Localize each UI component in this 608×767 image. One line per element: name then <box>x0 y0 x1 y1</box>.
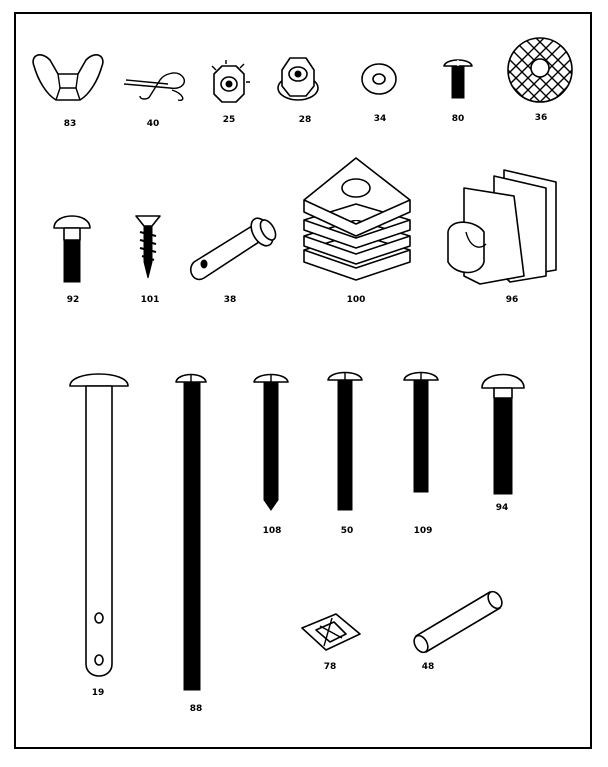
spacer-tube-icon <box>413 590 503 654</box>
part-label-48: 48 <box>422 662 435 672</box>
part-label-83: 83 <box>64 119 77 129</box>
part-label-50: 50 <box>341 526 354 536</box>
machine-screw-icon <box>443 59 473 99</box>
speed-clip-icon <box>301 613 361 651</box>
part-label-36: 36 <box>535 113 548 123</box>
truss-screw-icon <box>253 373 289 511</box>
tube-end-cap-icon <box>447 169 557 285</box>
long-bolt-icon <box>175 373 207 691</box>
wood-screw-icon <box>135 215 161 279</box>
hitch-pin-clip-icon <box>123 72 186 102</box>
part-label-96: 96 <box>506 295 519 305</box>
flange-lock-nut-icon <box>277 57 319 101</box>
wing-nut-icon <box>32 54 104 101</box>
part-label-25: 25 <box>223 115 236 125</box>
part-label-40: 40 <box>147 119 160 129</box>
part-label-108: 108 <box>263 526 282 536</box>
carriage-bolt-icon <box>53 215 91 283</box>
clevis-pin-icon <box>189 217 277 281</box>
flat-washer-icon <box>361 63 397 95</box>
part-label-101: 101 <box>141 295 160 305</box>
gripper-disc-icon <box>507 37 573 103</box>
part-label-94: 94 <box>496 503 509 513</box>
carriage-bolt-icon <box>481 373 525 495</box>
truss-bolt-icon <box>403 371 439 493</box>
part-label-34: 34 <box>374 114 387 124</box>
tube-plug-icon <box>303 157 411 281</box>
part-label-19: 19 <box>92 688 105 698</box>
part-label-80: 80 <box>452 114 465 124</box>
part-label-109: 109 <box>414 526 433 536</box>
part-label-38: 38 <box>224 295 237 305</box>
part-label-92: 92 <box>67 295 80 305</box>
keps-nut-icon <box>211 60 250 103</box>
part-label-78: 78 <box>324 662 337 672</box>
part-label-88: 88 <box>190 704 203 714</box>
part-label-28: 28 <box>299 115 312 125</box>
part-label-100: 100 <box>347 295 366 305</box>
truss-bolt-icon <box>327 371 363 511</box>
long-clevis-pin-icon <box>69 373 129 677</box>
